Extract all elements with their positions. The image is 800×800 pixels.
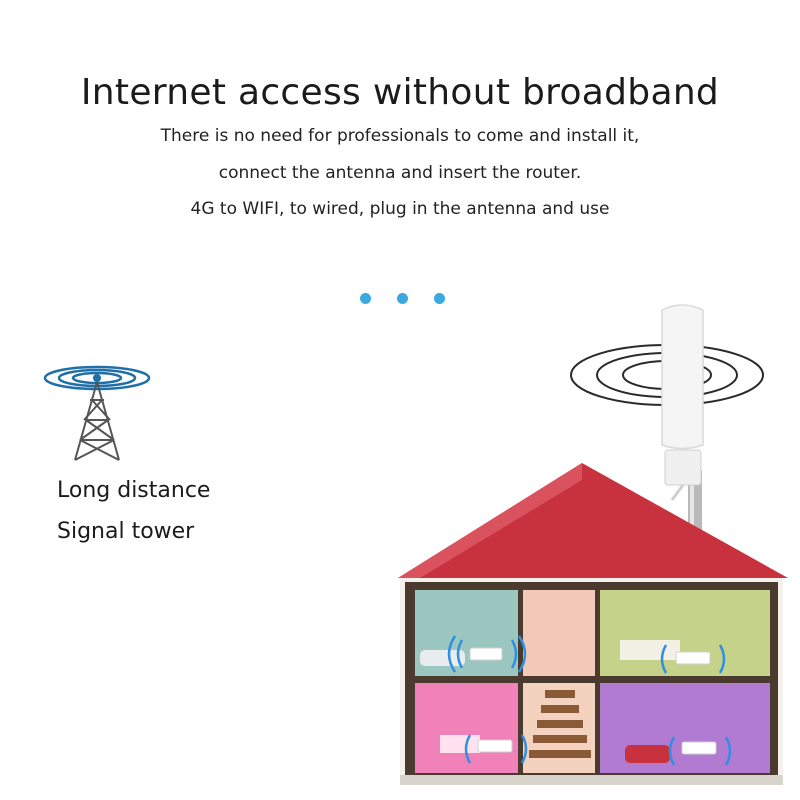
dot-3 (434, 293, 445, 304)
tower-label-line-2: Signal tower (57, 519, 195, 544)
dot-2 (397, 293, 408, 304)
signal-tower-icon (43, 365, 151, 461)
house-illustration (398, 463, 788, 785)
subtitle-line-1: There is no need for professionals to co… (160, 126, 640, 146)
tower-label-line-1: Long distance (57, 478, 211, 503)
headline: Internet access without broadband (80, 72, 720, 113)
antenna-icon (661, 304, 704, 580)
carousel-dots (360, 293, 445, 307)
dot-1 (360, 293, 371, 304)
subtitle-line-2: connect the antenna and insert the route… (218, 163, 582, 183)
subtitle-line-3: 4G to WIFI, to wired, plug in the antenn… (190, 199, 610, 219)
